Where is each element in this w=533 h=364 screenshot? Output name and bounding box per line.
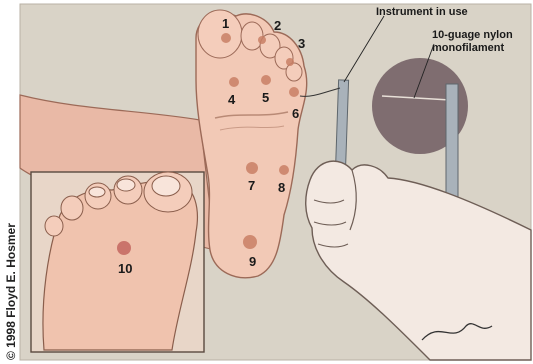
inset-big-toenail xyxy=(152,176,180,196)
big-toe xyxy=(198,10,242,58)
site-label-4: 4 xyxy=(228,92,236,107)
site-label-10: 10 xyxy=(118,261,132,276)
site-3-marker xyxy=(286,58,294,66)
site-label-8: 8 xyxy=(278,180,285,195)
site-7-marker xyxy=(246,162,258,174)
site-8-marker xyxy=(279,165,289,175)
inset-toenail-3 xyxy=(89,187,105,197)
site-label-6: 6 xyxy=(292,106,299,121)
inset-toe-5 xyxy=(45,216,63,236)
toe-5 xyxy=(286,63,302,81)
site-9-marker xyxy=(243,235,257,249)
monofilament-callout-line2: monofilament xyxy=(432,42,504,54)
inset-toe-4 xyxy=(61,196,83,220)
site-1-marker xyxy=(221,33,231,43)
site-label-3: 3 xyxy=(298,36,305,51)
site-label-5: 5 xyxy=(262,90,269,105)
site-label-9: 9 xyxy=(249,254,256,269)
site-6-marker xyxy=(289,87,299,97)
site-10-marker xyxy=(117,241,131,255)
site-label-1: 1 xyxy=(222,16,229,31)
copyright-credit: © 1998 Floyd E. Hosmer xyxy=(4,223,18,360)
site-label-2: 2 xyxy=(274,18,281,33)
inset-toenail-2 xyxy=(117,179,135,191)
monofilament-callout-line1: 10-guage nylon xyxy=(432,29,513,41)
site-4-marker xyxy=(229,77,239,87)
site-label-7: 7 xyxy=(248,178,255,193)
site-5-marker xyxy=(261,75,271,85)
instrument-callout: Instrument in use xyxy=(376,6,468,18)
site-2-marker xyxy=(258,36,266,44)
